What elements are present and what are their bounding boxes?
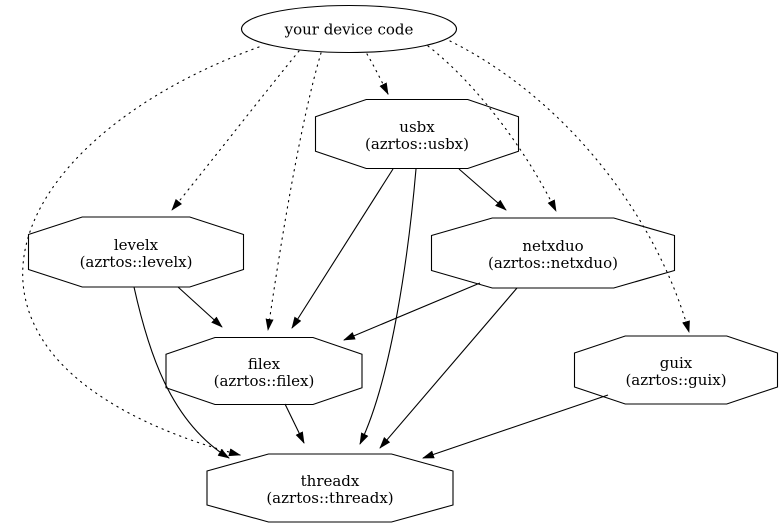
node-label: netxduo	[522, 237, 583, 255]
node-shape-octagon	[165, 336, 363, 406]
node-device: your device code	[240, 4, 458, 54]
node-filex: filex(azrtos::filex)	[165, 336, 363, 406]
node-label: levelx	[114, 236, 159, 254]
node-shape-octagon	[27, 216, 245, 288]
node-label: your device code	[284, 21, 414, 39]
edge-device-threadx-dotted	[22, 46, 260, 457]
node-netxduo: netxduo(azrtos::netxduo)	[430, 217, 676, 289]
edge-guix-threadx-solid	[422, 394, 609, 459]
node-label: threadx	[301, 472, 360, 490]
edge-netxduo-filex-solid	[343, 282, 481, 341]
node-shape-octagon	[430, 217, 676, 289]
node-shape-ellipse	[240, 4, 458, 54]
edge-filex-threadx-solid	[284, 403, 305, 444]
node-label: guix	[660, 354, 693, 372]
node-shape-octagon	[206, 453, 454, 523]
node-sublabel: (azrtos::levelx)	[80, 253, 193, 271]
node-threadx: threadx(azrtos::threadx)	[206, 453, 454, 523]
edge-device-filex-dotted	[265, 52, 322, 331]
node-sublabel: (azrtos::guix)	[625, 371, 726, 389]
node-levelx: levelx(azrtos::levelx)	[27, 216, 245, 288]
node-sublabel: (azrtos::threadx)	[266, 489, 393, 507]
node-sublabel: (azrtos::usbx)	[365, 135, 469, 153]
edge-device-guix-dotted	[449, 40, 690, 333]
edge-usbx-threadx-solid	[359, 168, 417, 445]
edge-usbx-filex-solid	[291, 168, 394, 329]
edge-usbx-netxduo-solid	[458, 168, 507, 211]
node-label: filex	[248, 355, 281, 373]
edge-levelx-threadx-solid	[133, 286, 230, 459]
edge-levelx-filex-solid	[177, 286, 223, 328]
node-sublabel: (azrtos::netxduo)	[488, 254, 618, 272]
node-shape-octagon	[314, 98, 520, 170]
node-usbx: usbx(azrtos::usbx)	[314, 98, 520, 170]
node-shape-octagon	[573, 335, 779, 405]
node-guix: guix(azrtos::guix)	[573, 335, 779, 405]
edge-netxduo-threadx-solid	[379, 287, 518, 449]
node-sublabel: (azrtos::filex)	[214, 372, 315, 390]
node-label: usbx	[399, 118, 435, 136]
